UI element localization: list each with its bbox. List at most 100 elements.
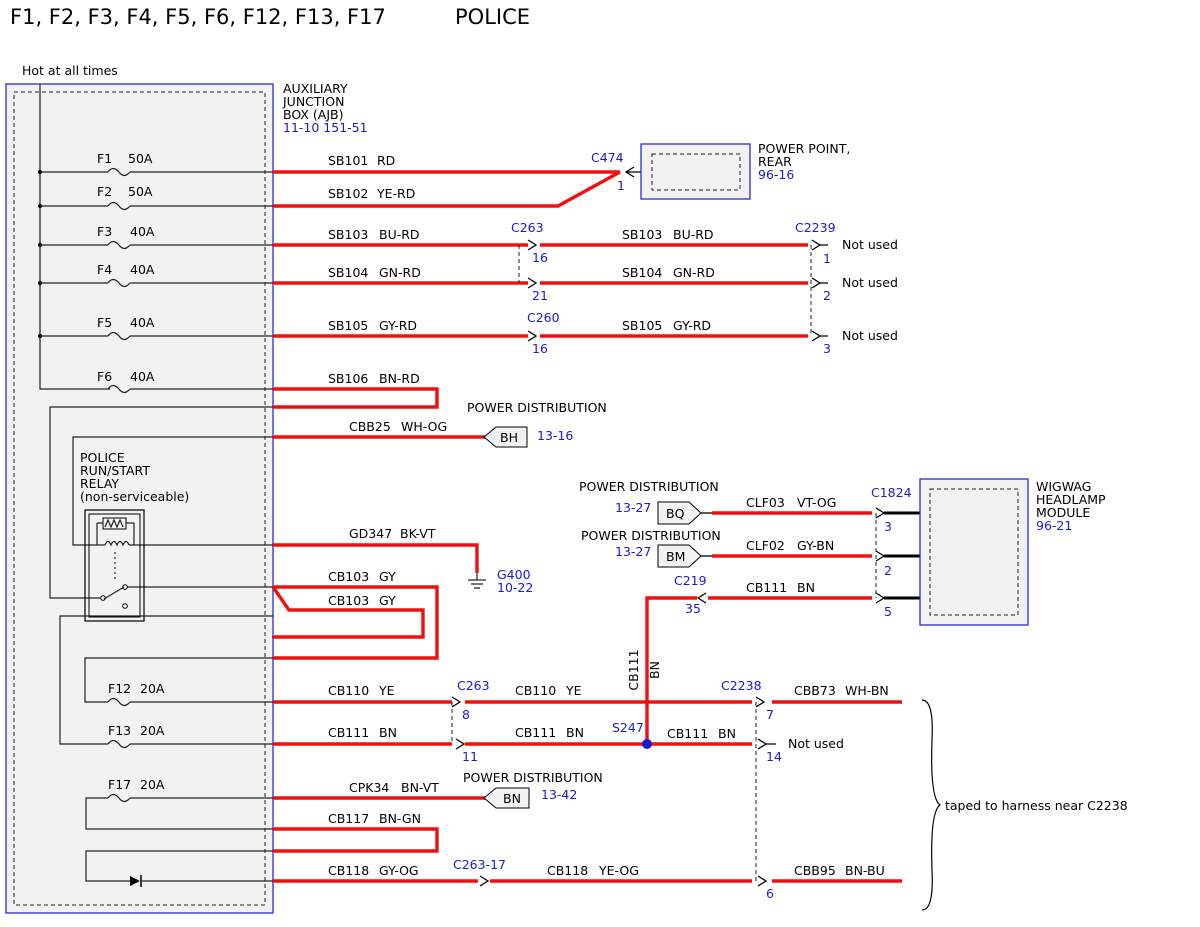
svg-text:40A: 40A <box>130 262 155 277</box>
svg-text:VT-OG: VT-OG <box>797 495 836 510</box>
svg-text:GY: GY <box>379 569 396 584</box>
svg-text:C1824: C1824 <box>871 485 912 500</box>
not-used-label-4: Not used <box>788 736 844 751</box>
ajb-name-line-1: AUXILIARY <box>283 81 348 96</box>
svg-text:GY: GY <box>379 593 396 608</box>
power-distribution-BM: BM POWER DISTRIBUTION 13-27 <box>581 528 721 568</box>
svg-text:13-27: 13-27 <box>615 544 651 559</box>
svg-text:21: 21 <box>532 288 548 303</box>
svg-text:SB105: SB105 <box>622 318 662 333</box>
relay-label-line-4: (non-serviceable) <box>80 489 189 504</box>
power-point-ref: 96-16 <box>758 167 794 182</box>
svg-text:SB102: SB102 <box>328 186 368 201</box>
svg-text:F6: F6 <box>97 369 112 384</box>
harness-brace <box>921 699 942 911</box>
svg-text:BN: BN <box>797 580 815 595</box>
svg-text:3: 3 <box>823 341 831 356</box>
svg-text:BN-VT: BN-VT <box>401 780 439 795</box>
relay-feed-wire <box>49 406 273 599</box>
ground-ref: 10-22 <box>497 580 533 595</box>
svg-text:50A: 50A <box>128 184 153 199</box>
svg-text:C260: C260 <box>527 310 560 325</box>
svg-text:C263: C263 <box>511 220 544 235</box>
svg-text:SB105: SB105 <box>328 318 368 333</box>
svg-text:BN: BN <box>718 726 736 741</box>
police-run-start-relay <box>84 509 145 622</box>
not-used-label-3: Not used <box>842 328 898 343</box>
svg-text:POWER DISTRIBUTION: POWER DISTRIBUTION <box>579 479 719 494</box>
svg-text:C474: C474 <box>591 150 624 165</box>
svg-text:YE: YE <box>565 683 582 698</box>
svg-text:YE-RD: YE-RD <box>376 186 415 201</box>
relay-label-line-1: POLICE <box>80 450 125 465</box>
wire-GD347 <box>273 543 479 573</box>
fuse-F5: F5 40A <box>40 315 273 341</box>
not-used-label-1: Not used <box>842 237 898 252</box>
svg-text:C219: C219 <box>674 573 707 588</box>
fuse-list-title: F1, F2, F3, F4, F5, F6, F12, F13, F17 <box>10 5 386 29</box>
svg-text:F1: F1 <box>97 151 112 166</box>
svg-text:BU-RD: BU-RD <box>379 227 420 242</box>
svg-text:11: 11 <box>462 749 478 764</box>
svg-text:YE: YE <box>378 683 395 698</box>
svg-text:BM: BM <box>666 549 685 564</box>
svg-text:CB111: CB111 <box>515 725 556 740</box>
svg-text:SB101: SB101 <box>328 153 368 168</box>
svg-text:GD347: GD347 <box>349 526 392 541</box>
wigwag-ref: 96-21 <box>1036 518 1072 533</box>
wire-CB103-inner <box>271 586 425 639</box>
power-point-label-2: REAR <box>758 154 792 169</box>
svg-text:CB111: CB111 <box>667 726 708 741</box>
ajb-name-line-2: JUNCTION <box>282 94 344 109</box>
svg-text:40A: 40A <box>130 315 155 330</box>
svg-text:13-16: 13-16 <box>537 428 573 443</box>
svg-text:40A: 40A <box>130 369 155 384</box>
svg-text:CBB73: CBB73 <box>794 683 836 698</box>
f12-feed-wire <box>84 657 273 703</box>
svg-text:CB111: CB111 <box>746 580 787 595</box>
svg-text:F3: F3 <box>97 224 112 239</box>
svg-text:RD: RD <box>377 153 395 168</box>
power-distribution-BN: BN POWER DISTRIBUTION 13-42 <box>463 770 603 809</box>
svg-text:BN-GN: BN-GN <box>379 811 421 826</box>
svg-text:CB118: CB118 <box>328 863 369 878</box>
svg-text:35: 35 <box>685 601 701 616</box>
svg-text:BH: BH <box>500 430 518 445</box>
svg-text:SB104: SB104 <box>622 265 662 280</box>
wigwag-headlamp-module <box>919 478 1029 626</box>
svg-text:F5: F5 <box>97 315 112 330</box>
harness-note: taped to harness near C2238 <box>945 798 1128 813</box>
svg-text:7: 7 <box>766 707 774 722</box>
splice-S247 <box>642 739 652 749</box>
svg-text:BN-RD: BN-RD <box>379 371 420 386</box>
power-distribution-BQ: BQ POWER DISTRIBUTION 13-27 <box>579 479 719 525</box>
ground-id: G400 <box>497 567 531 582</box>
fuse-F1: F1 50A <box>40 151 273 177</box>
svg-text:BN: BN <box>379 725 397 740</box>
svg-text:BN: BN <box>503 791 521 806</box>
not-used-label-2: Not used <box>842 275 898 290</box>
svg-text:20A: 20A <box>140 681 165 696</box>
svg-text:BN: BN <box>566 725 584 740</box>
f13-feed-wire <box>59 615 273 745</box>
svg-text:CB118: CB118 <box>547 863 588 878</box>
svg-text:GN-RD: GN-RD <box>379 265 421 280</box>
wire-SB106 <box>273 387 439 409</box>
diode-wire <box>85 850 273 882</box>
diode-icon <box>130 875 142 887</box>
ajb-name-line-3: BOX (AJB) <box>283 107 344 122</box>
wigwag-label-1: WIGWAG <box>1036 479 1091 494</box>
svg-text:14: 14 <box>766 749 782 764</box>
svg-text:POWER DISTRIBUTION: POWER DISTRIBUTION <box>581 528 721 543</box>
svg-text:GY-OG: GY-OG <box>379 863 419 878</box>
svg-text:CPK34: CPK34 <box>349 780 389 795</box>
wire-SB102 <box>273 170 621 208</box>
svg-text:CLF03: CLF03 <box>746 495 785 510</box>
svg-text:50A: 50A <box>128 151 153 166</box>
svg-text:GY-BN: GY-BN <box>797 538 834 553</box>
